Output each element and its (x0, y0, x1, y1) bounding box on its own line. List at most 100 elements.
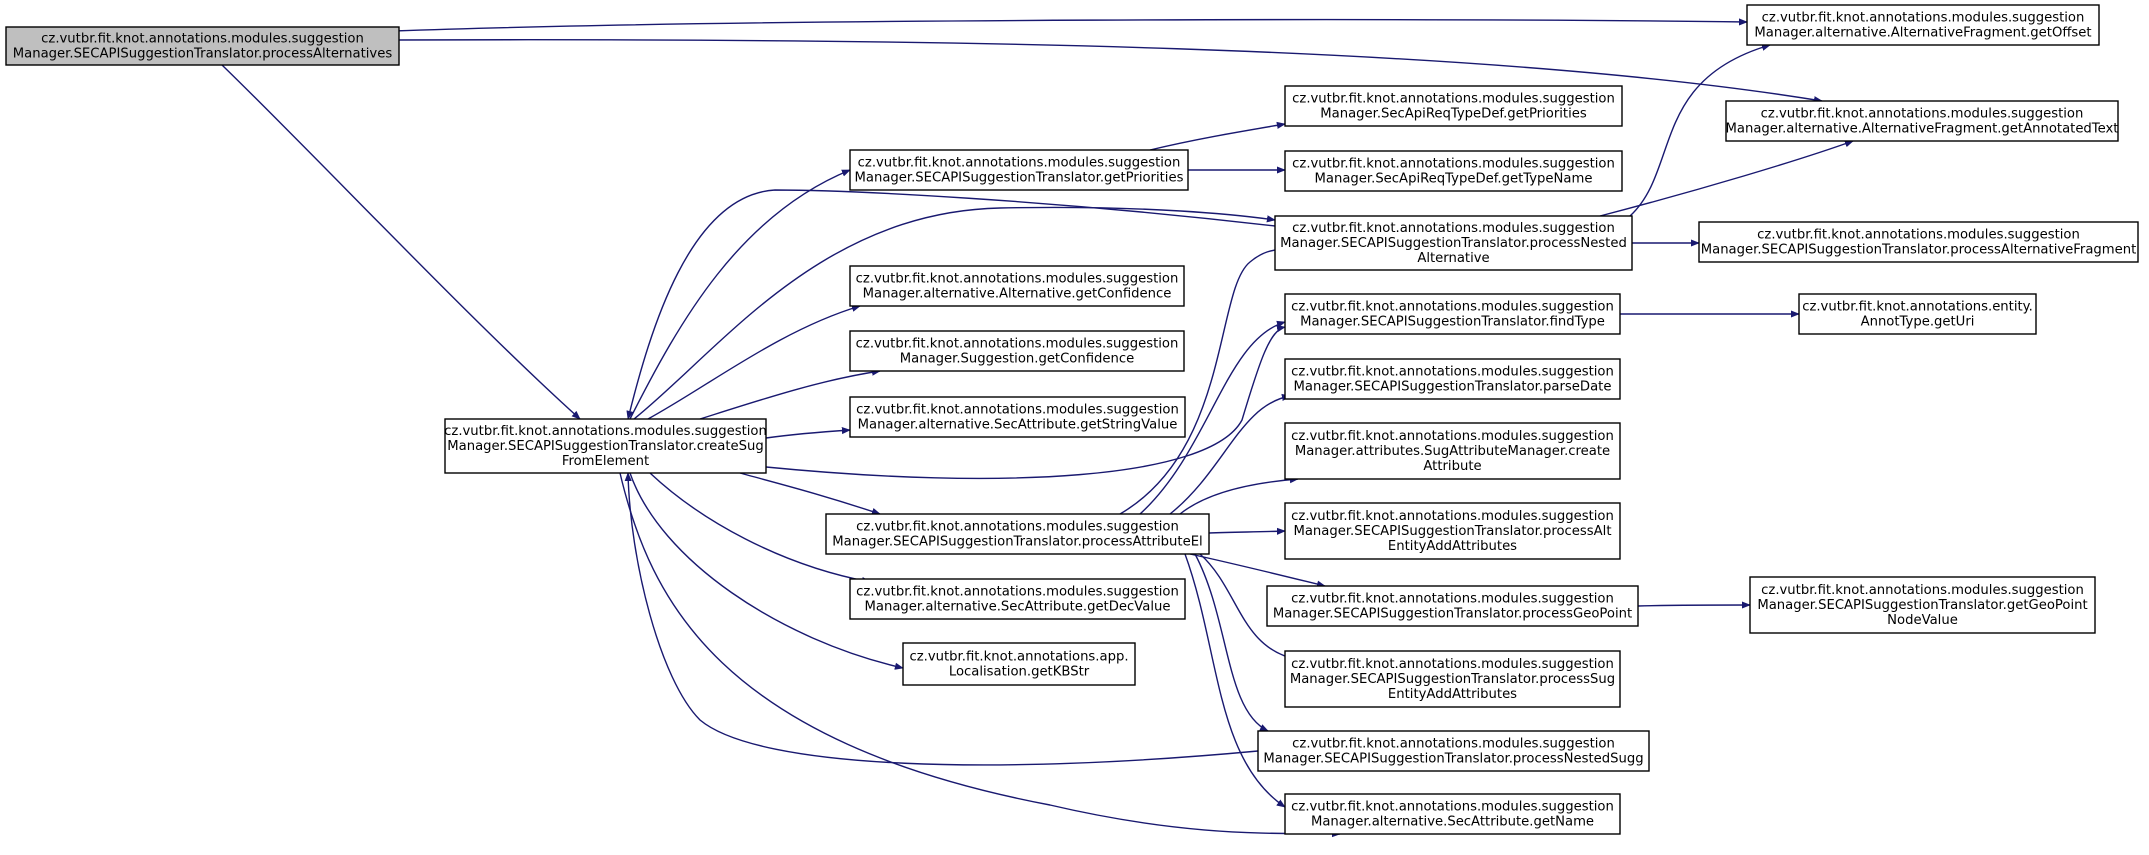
node-box (1746, 4, 2100, 46)
node-getPrioritiesDef[interactable]: cz.vutbr.fit.knot.annotations.modules.su… (1284, 85, 1623, 127)
node-sugGetConfidence[interactable]: cz.vutbr.fit.knot.annotations.modules.su… (849, 330, 1185, 372)
node-processNestedSugg[interactable]: cz.vutbr.fit.knot.annotations.modules.su… (1257, 730, 1650, 772)
node-label-line: cz.vutbr.fit.knot.annotations.modules.su… (1757, 228, 2080, 243)
node-box (849, 578, 1186, 620)
node-box (1274, 215, 1633, 271)
node-label-line: Manager.SECAPISuggestionTranslator.getPr… (855, 171, 1184, 186)
node-box (1284, 293, 1621, 335)
node-processGeoPoint[interactable]: cz.vutbr.fit.knot.annotations.modules.su… (1266, 585, 1639, 627)
node-label-line: cz.vutbr.fit.knot.annotations.modules.su… (1292, 92, 1615, 107)
node-parseDate[interactable]: cz.vutbr.fit.knot.annotations.modules.su… (1284, 358, 1621, 400)
node-label-line: Manager.SECAPISuggestionTranslator.proce… (1293, 524, 1611, 539)
edge-processNestedAlternative-to-getAnnotatedText (1599, 140, 1854, 217)
node-getKBStr[interactable]: cz.vutbr.fit.knot.annotations.app.Locali… (902, 642, 1136, 686)
node-label-line: Manager.SECAPISuggestionTranslator.proce… (1701, 243, 2137, 258)
edge-createSugFromElement-to-getStringValue (765, 426, 851, 439)
node-label-line: cz.vutbr.fit.knot.annotations.modules.su… (1762, 11, 2085, 26)
node-getName[interactable]: cz.vutbr.fit.knot.annotations.modules.su… (1284, 793, 1621, 835)
node-label-line: cz.vutbr.fit.knot.annotations.modules.su… (856, 403, 1179, 418)
node-label-line: Manager.SECAPISuggestionTranslator.parse… (1294, 380, 1612, 395)
node-label-line: Manager.attributes.SugAttributeManager.c… (1295, 444, 1610, 459)
node-box (849, 265, 1185, 307)
node-label-line: Manager.SecApiReqTypeDef.getTypeName (1315, 172, 1593, 187)
node-label-line: cz.vutbr.fit.knot.annotations.modules.su… (856, 585, 1179, 600)
edge-createSugFromElement-to-getDecValue (649, 472, 871, 585)
node-label-line: Manager.SECAPISuggestionTranslator.getGe… (1757, 598, 2087, 613)
node-getTypeName[interactable]: cz.vutbr.fit.knot.annotations.modules.su… (1284, 150, 1623, 192)
node-box (1284, 358, 1621, 400)
node-box (1698, 221, 2139, 263)
edge-createSugFromElement-to-findType (765, 325, 1286, 480)
node-box (1749, 576, 2096, 634)
edge-processAttributeEl-to-parseDate (1169, 393, 1291, 515)
edge-processAttributeEl-to-processGeoPoint (1189, 553, 1326, 588)
node-getUri[interactable]: cz.vutbr.fit.knot.annotations.entity.Ann… (1798, 293, 2037, 335)
edge-createSugFromElement-to-getPrioritiesTr (629, 169, 851, 420)
node-label-line: Manager.alternative.AlternativeFragment.… (1754, 26, 2091, 41)
node-label-line: EntityAddAttributes (1388, 687, 1517, 702)
node-getDecValue[interactable]: cz.vutbr.fit.knot.annotations.modules.su… (849, 578, 1186, 620)
node-findType[interactable]: cz.vutbr.fit.knot.annotations.modules.su… (1284, 293, 1621, 335)
node-label-line: FromElement (562, 454, 649, 469)
node-label-line: Manager.SECAPISuggestionTranslator.proce… (1280, 236, 1627, 251)
edge-processAlternatives-to-getOffset (392, 18, 1748, 32)
node-getAnnotatedText[interactable]: cz.vutbr.fit.knot.annotations.modules.su… (1725, 100, 2119, 142)
node-label-line: cz.vutbr.fit.knot.annotations.modules.su… (1291, 800, 1614, 815)
node-box (825, 513, 1210, 555)
edge-processNestedAlternative-to-getOffset (1629, 43, 1771, 217)
edge-processAlternatives-to-createSugFromElement (221, 64, 581, 420)
node-altGetConfidence[interactable]: cz.vutbr.fit.knot.annotations.modules.su… (849, 265, 1185, 307)
node-box (1798, 293, 2037, 335)
node-label-line: cz.vutbr.fit.knot.annotations.modules.su… (1291, 300, 1614, 315)
node-label-line: Manager.SECAPISuggestionTranslator.proce… (1290, 672, 1615, 687)
node-box (1284, 85, 1623, 127)
edge-processAlternatives-to-getAnnotatedText (392, 39, 1823, 104)
node-box (1284, 150, 1623, 192)
edge-processAttributeEl-to-getName (1184, 553, 1286, 808)
node-label-line: Manager.alternative.AlternativeFragment.… (1726, 122, 2119, 137)
node-label-line: cz.vutbr.fit.knot.annotations.modules.su… (41, 32, 364, 47)
node-getGeoPointNodeValue[interactable]: cz.vutbr.fit.knot.annotations.modules.su… (1749, 576, 2096, 634)
node-label-line: Manager.alternative.SecAttribute.getDecV… (865, 600, 1171, 615)
edge-processAttributeEl-to-processNestedAlternative (1119, 245, 1291, 515)
node-processNestedAlternative[interactable]: cz.vutbr.fit.knot.annotations.modules.su… (1274, 215, 1633, 271)
node-label-line: AnnotType.getUri (1861, 315, 1975, 330)
node-label-line: Manager.SECAPISuggestionTranslator.proce… (832, 535, 1202, 550)
node-processAlternativeFragment[interactable]: cz.vutbr.fit.knot.annotations.modules.su… (1698, 221, 2139, 263)
node-getOffset[interactable]: cz.vutbr.fit.knot.annotations.modules.su… (1746, 4, 2100, 46)
node-box (1284, 502, 1621, 560)
node-label-line: Manager.SECAPISuggestionTranslator.proce… (1273, 607, 1632, 622)
node-processSugEntityAddAttributes[interactable]: cz.vutbr.fit.knot.annotations.modules.su… (1284, 650, 1621, 708)
edge-processAttributeEl-to-processSugEntityAddAttributes (1199, 553, 1301, 663)
node-box (444, 418, 767, 474)
node-processAltEntityAddAttributes[interactable]: cz.vutbr.fit.knot.annotations.modules.su… (1284, 502, 1621, 560)
node-box (1266, 585, 1639, 627)
node-label-line: cz.vutbr.fit.knot.annotations.modules.su… (856, 337, 1179, 352)
node-label-line: cz.vutbr.fit.knot.annotations.app. (909, 650, 1128, 665)
node-box (1284, 650, 1621, 708)
node-createAttribute[interactable]: cz.vutbr.fit.knot.annotations.modules.su… (1284, 422, 1621, 480)
nodes: cz.vutbr.fit.knot.annotations.modules.su… (5, 4, 2139, 835)
node-box (902, 642, 1136, 686)
node-label-line: cz.vutbr.fit.knot.annotations.modules.su… (1292, 221, 1615, 236)
edge-processAttributeEl-to-findType (1139, 320, 1286, 515)
node-getStringValue[interactable]: cz.vutbr.fit.knot.annotations.modules.su… (849, 396, 1186, 438)
edge-processAttributeEl-to-processAltEntityAddAttributes (1208, 527, 1286, 535)
node-label-line: Manager.alternative.SecAttribute.getName (1311, 815, 1594, 830)
node-processAlternatives[interactable]: cz.vutbr.fit.knot.annotations.modules.su… (5, 26, 400, 66)
node-label-line: Manager.Suggestion.getConfidence (900, 352, 1135, 367)
node-createSugFromElement[interactable]: cz.vutbr.fit.knot.annotations.modules.su… (444, 418, 767, 474)
edge-processNestedAlternative-to-createSugFromElement (626, 189, 1276, 420)
node-processAttributeEl[interactable]: cz.vutbr.fit.knot.annotations.modules.su… (825, 513, 1210, 555)
node-box (1284, 422, 1621, 480)
node-box (1257, 730, 1650, 772)
node-label-line: cz.vutbr.fit.knot.annotations.modules.su… (1291, 429, 1614, 444)
node-label-line: Manager.SECAPISuggestionTranslator.proce… (13, 47, 393, 62)
node-box (849, 149, 1189, 191)
edge-createSugFromElement-to-processAttributeEl (739, 472, 881, 515)
node-label-line: Manager.alternative.SecAttribute.getStri… (858, 418, 1178, 433)
node-label-line: cz.vutbr.fit.knot.annotations.modules.su… (1761, 107, 2084, 122)
node-getPrioritiesTr[interactable]: cz.vutbr.fit.knot.annotations.modules.su… (849, 149, 1189, 191)
edge-createSugFromElement-to-altGetConfidence (647, 304, 861, 420)
node-label-line: cz.vutbr.fit.knot.annotations.modules.su… (1292, 737, 1615, 752)
